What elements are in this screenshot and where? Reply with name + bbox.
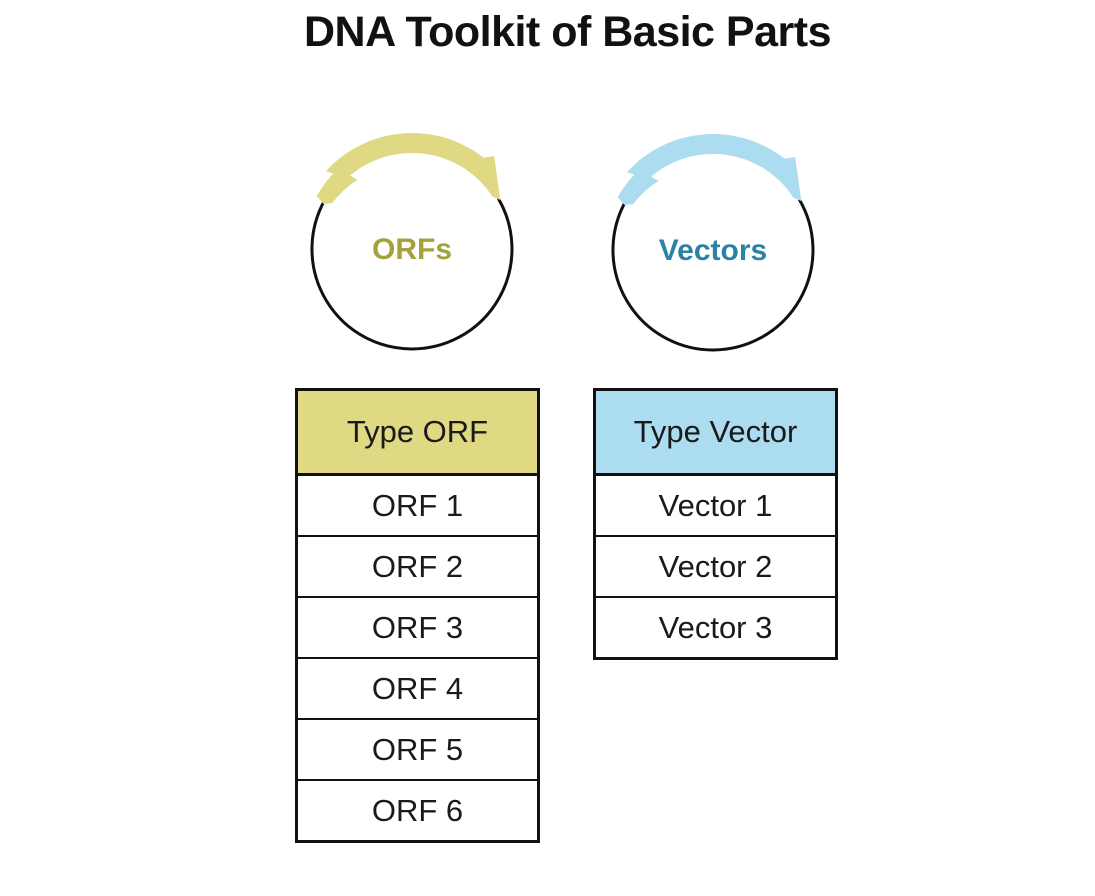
orf-plasmid-backbone	[310, 197, 514, 351]
table-row: ORF 5	[298, 720, 537, 781]
table-row: ORF 2	[298, 537, 537, 598]
table-row: ORF 6	[298, 781, 537, 840]
orf-table-header: Type ORF	[298, 391, 537, 476]
orf-plasmid-diagram: ORFs	[310, 133, 514, 351]
vector-gene-arc-small	[617, 170, 659, 206]
vector-gene-arc-main	[626, 134, 802, 201]
table-row: Vector 2	[596, 537, 835, 598]
vector-plasmid-label: Vectors	[659, 234, 767, 267]
vector-table-header: Type Vector	[596, 391, 835, 476]
vector-plasmid-backbone	[611, 198, 815, 352]
page-title: DNA Toolkit of Basic Parts	[304, 8, 831, 56]
vector-table: Type Vector Vector 1 Vector 2 Vector 3	[593, 388, 838, 660]
table-row: Vector 3	[596, 598, 835, 657]
table-row: ORF 1	[298, 476, 537, 537]
orf-gene-arc-main	[325, 133, 501, 200]
table-row: Vector 1	[596, 476, 835, 537]
orf-table: Type ORF ORF 1 ORF 2 ORF 3 ORF 4 ORF 5 O…	[295, 388, 540, 843]
table-row: ORF 4	[298, 659, 537, 720]
vector-plasmid-diagram: Vectors	[611, 134, 815, 352]
orf-plasmid-label: ORFs	[372, 233, 452, 266]
table-row: ORF 3	[298, 598, 537, 659]
orf-gene-arc-small	[316, 169, 358, 205]
